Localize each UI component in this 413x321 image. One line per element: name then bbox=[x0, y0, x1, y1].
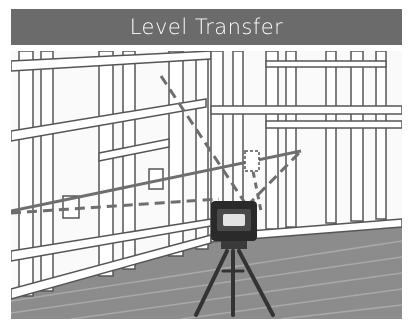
target-marker bbox=[245, 151, 259, 171]
level-transfer-illustration bbox=[11, 51, 402, 319]
title-banner: Level Transfer bbox=[11, 9, 402, 45]
illustration bbox=[11, 51, 402, 319]
page-title: Level Transfer bbox=[130, 15, 284, 39]
